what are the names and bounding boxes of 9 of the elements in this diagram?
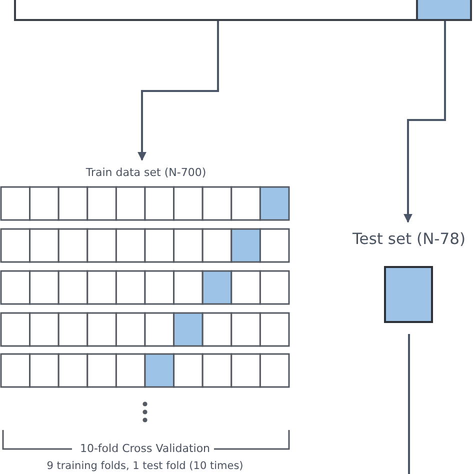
connector-line <box>408 334 410 474</box>
note: 9 training folds, 1 test fold (10 times) <box>46 460 244 472</box>
dataset-bar <box>14 0 472 21</box>
test-portion-segment <box>416 0 470 21</box>
arrow <box>404 21 446 223</box>
heading: Train data set (N-700) <box>84 166 208 179</box>
bracket-label: 10-fold Cross Validation <box>80 442 210 455</box>
arrow <box>138 21 219 161</box>
heading: Test set (N-78) <box>351 230 467 248</box>
